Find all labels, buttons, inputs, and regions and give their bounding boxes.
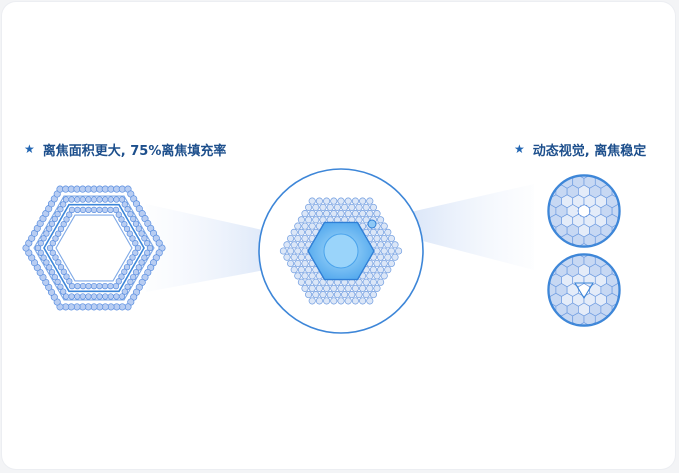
hexagonal-lenslet-ring bbox=[22, 185, 166, 311]
caption-right: ★ 动态视觉, 离焦稳定 bbox=[514, 139, 646, 159]
caption-left: ★ 离焦面积更大, 75%离焦填充率 bbox=[24, 139, 226, 159]
star-icon: ★ bbox=[514, 142, 525, 156]
central-optic bbox=[323, 233, 359, 269]
caption-right-text: 动态视觉, 离焦稳定 bbox=[532, 143, 647, 159]
figure-card: ★ 离焦面积更大, 75%离焦填充率 ★ 动态视觉, 离焦稳定 bbox=[2, 2, 675, 469]
dynamic-view-top bbox=[547, 174, 621, 248]
triangle-marker bbox=[574, 282, 594, 300]
projection-beam-right bbox=[358, 184, 534, 270]
dynamic-view-bottom bbox=[547, 253, 621, 327]
star-icon: ★ bbox=[24, 142, 35, 156]
lens-diagram bbox=[22, 168, 621, 334]
focus-point bbox=[367, 219, 377, 229]
caption-left-text: 离焦面积更大, 75%离焦填充率 bbox=[42, 143, 227, 159]
projection-beam-left bbox=[146, 204, 330, 292]
